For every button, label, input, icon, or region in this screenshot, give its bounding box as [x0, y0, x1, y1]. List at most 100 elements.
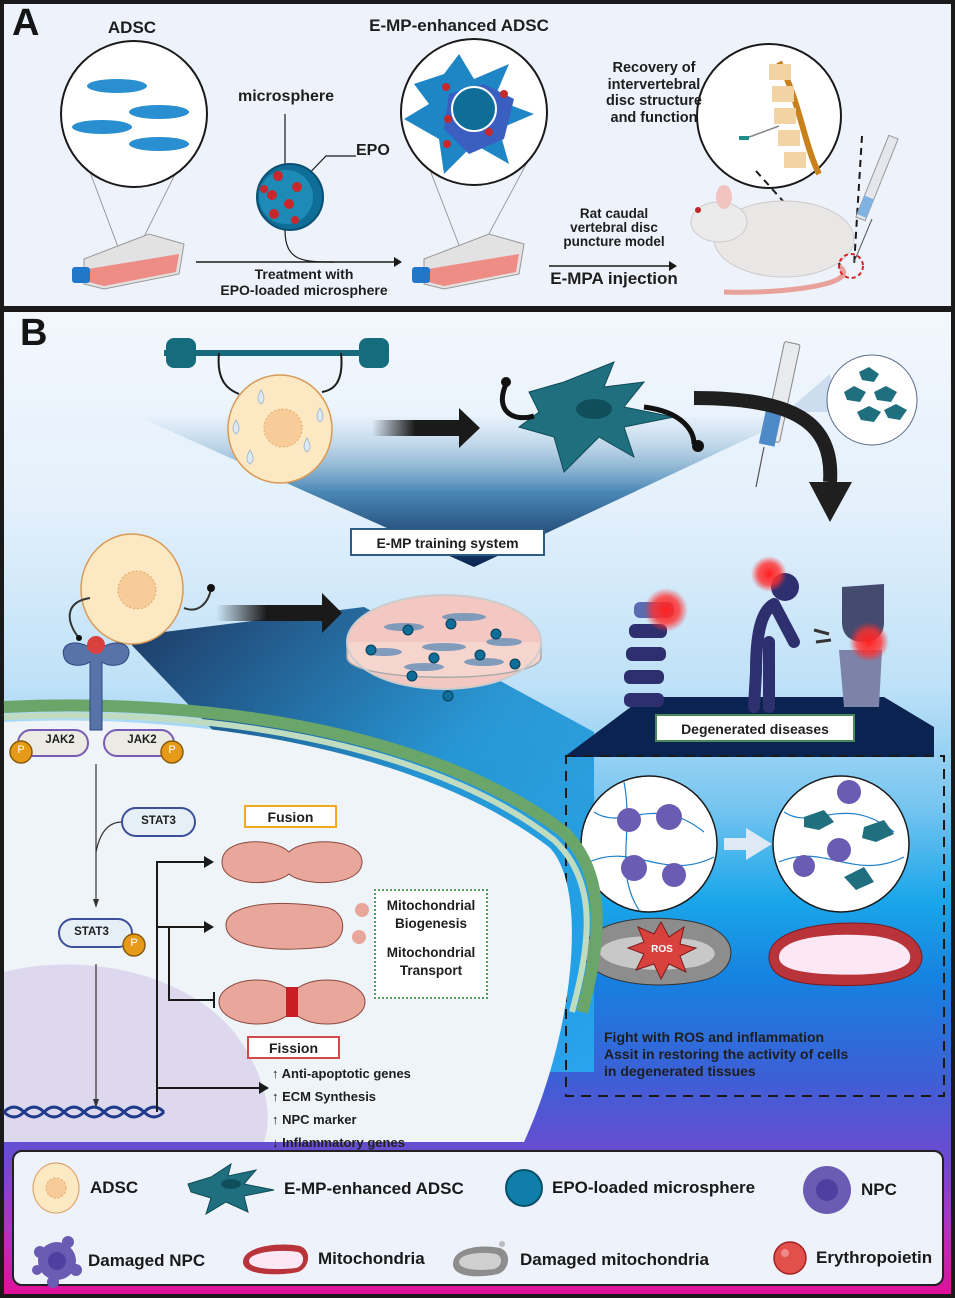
legend-item-adsc: ADSC — [30, 1162, 138, 1214]
jak2-right-label: JAK2 — [127, 734, 157, 746]
stat3-label: STAT3 — [141, 815, 176, 827]
microsphere-icon — [256, 114, 356, 231]
panel-b-letter: B — [20, 312, 48, 354]
damaged-mitochondria-icon — [453, 1241, 509, 1277]
rat-model-line: vertebral disc — [570, 220, 658, 236]
adsc-zoom-circle — [60, 40, 208, 272]
phospho-label: P — [130, 937, 138, 949]
rat-model-label: Rat caudal vertebral disc puncture model — [554, 206, 674, 250]
syringe-icon — [755, 341, 918, 488]
outcome-line: Assit in restoring the activity of cells — [604, 1045, 849, 1062]
stat3-box — [121, 807, 196, 837]
recovery-line: Recovery of — [612, 60, 696, 76]
ros-label: ROS — [651, 944, 673, 955]
rat-model-line: puncture model — [563, 234, 665, 250]
treatment-line-1: Treatment with — [254, 266, 354, 282]
spine-zoom-circle — [696, 43, 842, 189]
biogenesis-line-1: Mitochondrial — [386, 898, 476, 913]
legend-item-damaged-mitochondria: Damaged mitochondria — [450, 1240, 709, 1280]
resting-adsc-icon — [68, 533, 215, 645]
transport-line-1: Mitochondrial — [386, 945, 476, 961]
petri-dish-icon — [346, 594, 542, 702]
syringe-icon — [853, 134, 899, 263]
fusion-label: Fusion — [244, 805, 337, 828]
stat3-p-box — [58, 918, 146, 957]
gene-effect-item: ↑ Anti-apoptotic genes — [272, 1066, 411, 1081]
mito-biogenesis-box: Mitochondrial Biogenesis Mitochondrial T… — [374, 889, 488, 999]
legend-item-damaged-npc: Damaged NPC — [28, 1232, 205, 1290]
jak2-left-label: JAK2 — [45, 734, 75, 746]
legend-item-erythropoietin: Erythropoietin — [772, 1240, 932, 1276]
legend-item-microsphere: EPO-loaded microsphere — [504, 1168, 755, 1208]
jak2-left — [9, 729, 89, 764]
nucleus — [4, 964, 268, 1142]
fission-label: Fission — [247, 1036, 340, 1059]
transport-line-2: Transport — [399, 962, 463, 978]
outcome-line: in degenerated tissues — [604, 1062, 756, 1079]
enhanced-adsc-zoom-circle — [400, 38, 548, 272]
rat-icon — [690, 185, 864, 295]
epo-receptor-icon — [62, 636, 130, 731]
panel-a-illustration — [60, 38, 899, 295]
phospho-label: P — [168, 744, 176, 756]
pain-person-icon — [748, 556, 800, 713]
phospho-label: P — [17, 744, 25, 756]
gene-effect-item: ↓ Inflammatory genes — [272, 1135, 405, 1150]
legend-item-npc: NPC — [801, 1164, 897, 1216]
degenerated-diseases-label: Degenerated diseases — [655, 714, 855, 742]
restored-tissue-circle — [772, 775, 910, 913]
arrow-right-icon — [216, 593, 342, 633]
panel-a: A ADSC E-MP-enhanced ADSC — [2, 2, 953, 308]
recovery-line: and function — [610, 110, 698, 127]
enhanced-adsc-icon — [499, 361, 704, 473]
enhanced-adsc-title: E-MP-enhanced ADSC — [369, 16, 549, 35]
gene-effect-item: ↑ NPC marker — [272, 1112, 357, 1127]
damaged-npc-icon — [32, 1236, 82, 1288]
npc-icon — [803, 1166, 851, 1214]
culture-flask-icon — [412, 233, 525, 290]
degenerated-spine-icon — [624, 588, 688, 707]
damaged-mitochondria-icon — [583, 917, 732, 986]
legend-item-enhanced-adsc: E-MP-enhanced ADSC — [186, 1162, 464, 1216]
stat3-p-label: STAT3 — [74, 926, 109, 938]
fusion-mitochondria-icon — [221, 841, 363, 884]
cell-membrane — [3, 699, 603, 1014]
outcome-text: Fight with ROS and inflammation Assit in… — [604, 1029, 924, 1079]
fission-mitochondria-icon — [218, 979, 366, 1025]
adsc-cell-icon — [32, 1162, 80, 1214]
healthy-mitochondria-icon — [768, 922, 923, 987]
microsphere-label: microsphere — [237, 88, 335, 105]
legend-item-mitochondria: Mitochondria — [240, 1240, 425, 1278]
arrow-down-icon — [809, 482, 852, 522]
panel-b: B — [2, 310, 953, 1296]
outcome-line: Fight with ROS and inflammation — [604, 1029, 825, 1045]
treatment-label: Treatment with EPO-loaded microsphere — [204, 266, 404, 298]
culture-flask-icon — [72, 233, 185, 290]
treatment-line-2: EPO-loaded microsphere — [220, 282, 388, 299]
recovery-line: disc structure — [606, 93, 702, 110]
erythropoietin-icon — [773, 1241, 807, 1275]
arrow-right-icon — [372, 408, 480, 448]
panel-b-illustration — [2, 338, 945, 1142]
biogenesis-mitochondria-icon — [225, 902, 369, 950]
microsphere-icon — [505, 1169, 543, 1207]
arrow-right-icon — [724, 828, 772, 860]
training-adsc-icon — [164, 338, 389, 484]
panel-a-letter: A — [12, 2, 40, 44]
rat-model-line: Rat caudal — [579, 206, 649, 221]
injection-label: E-MPA injection — [550, 269, 678, 288]
biogenesis-line-2: Biogenesis — [394, 915, 468, 931]
enhanced-adsc-icon — [187, 1162, 275, 1216]
gene-effect-item: ↑ ECM Synthesis — [272, 1089, 377, 1104]
training-system-label: E-MP training system — [350, 528, 545, 556]
recovery-label: Recovery of intervertebral disc structur… — [589, 60, 719, 127]
degenerated-tissue-circle — [580, 775, 718, 913]
recovery-line: intervertebral — [607, 76, 701, 93]
legend: ADSC E-MP-enhanced ADSC EPO-loaded micro… — [12, 1150, 944, 1288]
mitochondria-icon — [243, 1244, 309, 1275]
curved-arrow-icon — [693, 391, 838, 483]
jak2-right — [103, 729, 184, 764]
epo-label: EPO — [356, 142, 390, 159]
knee-joint-icon — [813, 584, 889, 707]
adsc-title: ADSC — [107, 18, 157, 37]
